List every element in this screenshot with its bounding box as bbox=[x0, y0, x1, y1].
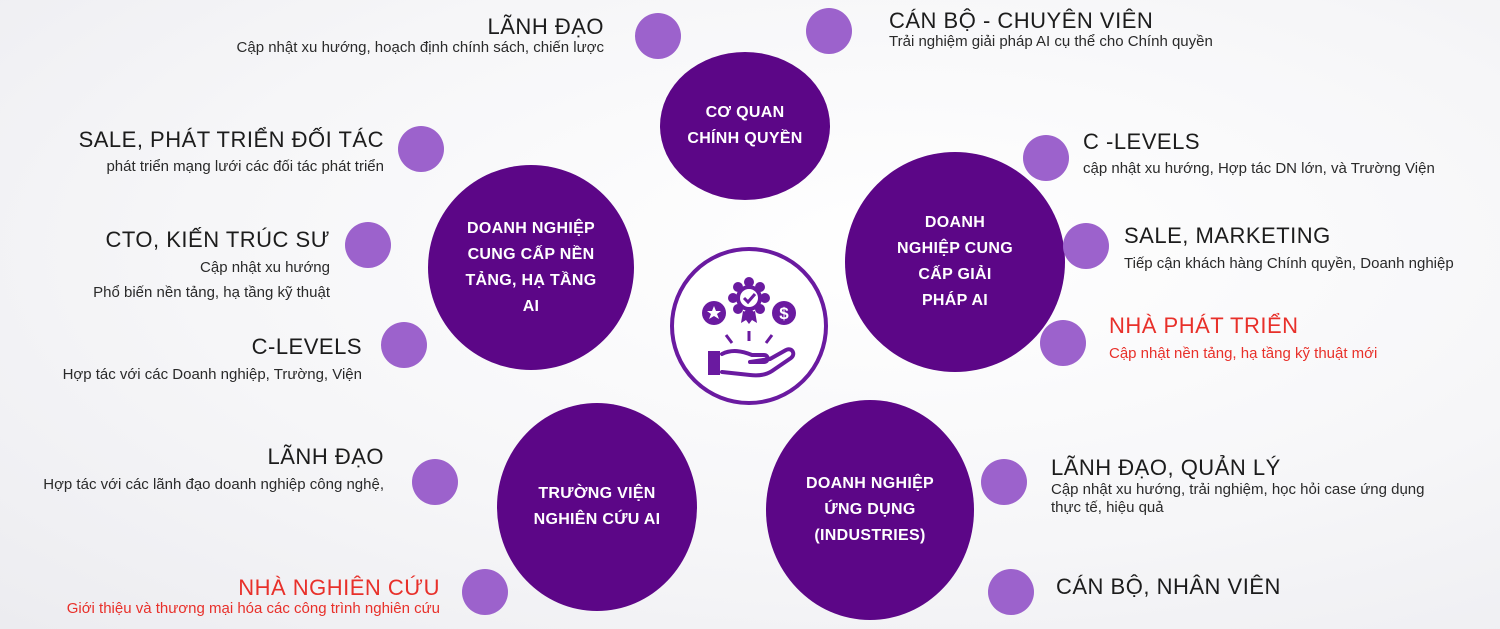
role-title-platform-sale: SALE, PHÁT TRIỂN ĐỐI TÁC bbox=[78, 127, 384, 152]
role-title-institute-leader: LÃNH ĐẠO bbox=[267, 444, 384, 469]
dot-solution-sale bbox=[1063, 223, 1109, 269]
svg-text:$: $ bbox=[779, 304, 789, 323]
circle-industries: DOANH NGHIỆP ỨNG DỤNG (INDUSTRIES) bbox=[766, 400, 974, 620]
circle-solution-providers: DOANH NGHIỆP CUNG CẤP GIẢI PHÁP AI bbox=[845, 152, 1065, 372]
role-desc-platform-sale: phát triển mạng lưới các đối tác phát tr… bbox=[106, 158, 384, 175]
dot-platform-sale bbox=[398, 126, 444, 172]
role-title-platform-clevels: C-LEVELS bbox=[251, 334, 362, 359]
role-title-solution-clevels: C -LEVELS bbox=[1083, 129, 1200, 154]
role-desc-solution-dev: Cập nhật nền tảng, hạ tầng kỹ thuật mới bbox=[1109, 345, 1378, 362]
dot-gov-leader bbox=[635, 13, 681, 59]
role-desc-institute-leader: Hợp tác với các lãnh đạo doanh nghiệp cô… bbox=[43, 476, 384, 493]
dot-industry-leader bbox=[981, 459, 1027, 505]
role-title-solution-sale: SALE, MARKETING bbox=[1124, 223, 1331, 248]
role-title-industry-leader: LÃNH ĐẠO, QUẢN LÝ bbox=[1051, 455, 1281, 480]
role-desc-solution-clevels: cập nhật xu hướng, Hợp tác DN lớn, và Tr… bbox=[1083, 160, 1435, 177]
center-hand-badges-icon: $ bbox=[670, 247, 828, 405]
circle-government: CƠ QUAN CHÍNH QUYỀN bbox=[660, 52, 830, 200]
role-title-institute-researcher: NHÀ NGHIÊN CỨU bbox=[238, 575, 440, 600]
role-title-industry-staff: CÁN BỘ, NHÂN VIÊN bbox=[1056, 574, 1281, 599]
role-desc-industry-leader-1: Cập nhật xu hướng, trải nghiệm, học hỏi … bbox=[1051, 481, 1425, 498]
dot-solution-clevels bbox=[1023, 135, 1069, 181]
role-title-platform-cto: CTO, KIẾN TRÚC SƯ bbox=[105, 227, 330, 252]
dot-solution-dev bbox=[1040, 320, 1086, 366]
role-desc-platform-cto-1: Cập nhật xu hướng bbox=[200, 259, 330, 276]
role-desc-institute-researcher: Giới thiệu và thương mại hóa các công tr… bbox=[66, 600, 440, 617]
role-desc-platform-clevels: Hợp tác với các Doanh nghiệp, Trường, Vi… bbox=[62, 366, 362, 383]
dot-institute-leader bbox=[412, 459, 458, 505]
role-desc-gov-leader: Cập nhật xu hướng, hoạch định chính sách… bbox=[236, 39, 604, 56]
dot-institute-researcher bbox=[462, 569, 508, 615]
role-desc-gov-staff: Trải nghiệm giải pháp AI cụ thể cho Chín… bbox=[889, 33, 1213, 50]
role-title-gov-staff: CÁN BỘ - CHUYÊN VIÊN bbox=[889, 8, 1154, 33]
circle-solution-providers-label: DOANH NGHIỆP CUNG CẤP GIẢI PHÁP AI bbox=[897, 214, 1013, 309]
role-desc-industry-leader-2: thực tế, hiệu quả bbox=[1051, 499, 1164, 516]
circle-industries-label: DOANH NGHIỆP ỨNG DỤNG (INDUSTRIES) bbox=[805, 475, 935, 544]
dot-platform-cto bbox=[345, 222, 391, 268]
circle-institutes-label: TRƯỜNG VIỆN NGHIÊN CỨU AI bbox=[533, 485, 661, 528]
dot-gov-staff bbox=[806, 8, 852, 54]
dot-platform-clevels bbox=[381, 322, 427, 368]
circle-institutes: TRƯỜNG VIỆN NGHIÊN CỨU AI bbox=[497, 403, 697, 611]
role-desc-platform-cto-2: Phổ biến nền tảng, hạ tầng kỹ thuật bbox=[93, 284, 330, 301]
role-title-solution-dev: NHÀ PHÁT TRIỂN bbox=[1109, 313, 1299, 338]
circle-platform-providers-label: DOANH NGHIỆP CUNG CẤP NỀN TẢNG, HẠ TẦNG … bbox=[465, 219, 597, 315]
dot-industry-staff bbox=[988, 569, 1034, 615]
circle-platform-providers: DOANH NGHIỆP CUNG CẤP NỀN TẢNG, HẠ TẦNG … bbox=[428, 165, 634, 370]
role-title-gov-leader: LÃNH ĐẠO bbox=[487, 14, 604, 39]
role-desc-solution-sale: Tiếp cận khách hàng Chính quyền, Doanh n… bbox=[1124, 255, 1454, 272]
circle-government-label: CƠ QUAN CHÍNH QUYỀN bbox=[687, 104, 803, 147]
